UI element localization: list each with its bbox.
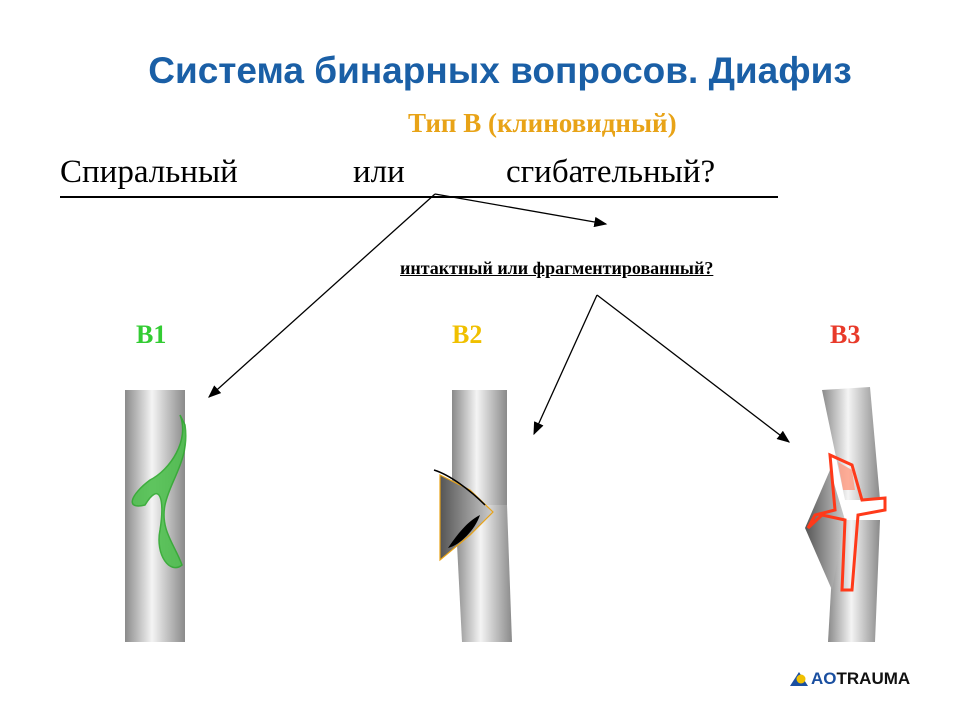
arrow-to-b1	[208, 193, 436, 398]
question-bending: сгибательный?	[506, 154, 716, 190]
logo-ao: AO	[811, 669, 837, 688]
aotrauma-logo: AOTRAUMA	[790, 669, 910, 689]
bone-b1	[125, 390, 187, 642]
label-b2: B2	[452, 320, 483, 349]
arrow-to-subquestion	[434, 193, 608, 228]
slide-subtitle: Тип B (клиновидный)	[408, 108, 677, 138]
bone-b3	[805, 387, 887, 642]
logo-trauma: TRAUMA	[836, 669, 911, 688]
arrow-to-b2	[533, 294, 598, 436]
label-b1: B1	[136, 320, 167, 349]
sub-question: интактный или фрагментированный?	[400, 258, 714, 278]
label-b3: B3	[830, 320, 861, 349]
ao-logo-icon	[790, 672, 808, 686]
arrow-to-b3	[596, 294, 791, 443]
main-question: Спиральный или сгибательный?	[60, 154, 778, 198]
bone-b2	[433, 390, 512, 642]
question-spiral: Спиральный	[60, 154, 238, 190]
slide-title: Система бинарных вопросов. Диафиз	[148, 50, 852, 91]
question-or: или	[353, 154, 405, 190]
arrows	[208, 193, 791, 443]
